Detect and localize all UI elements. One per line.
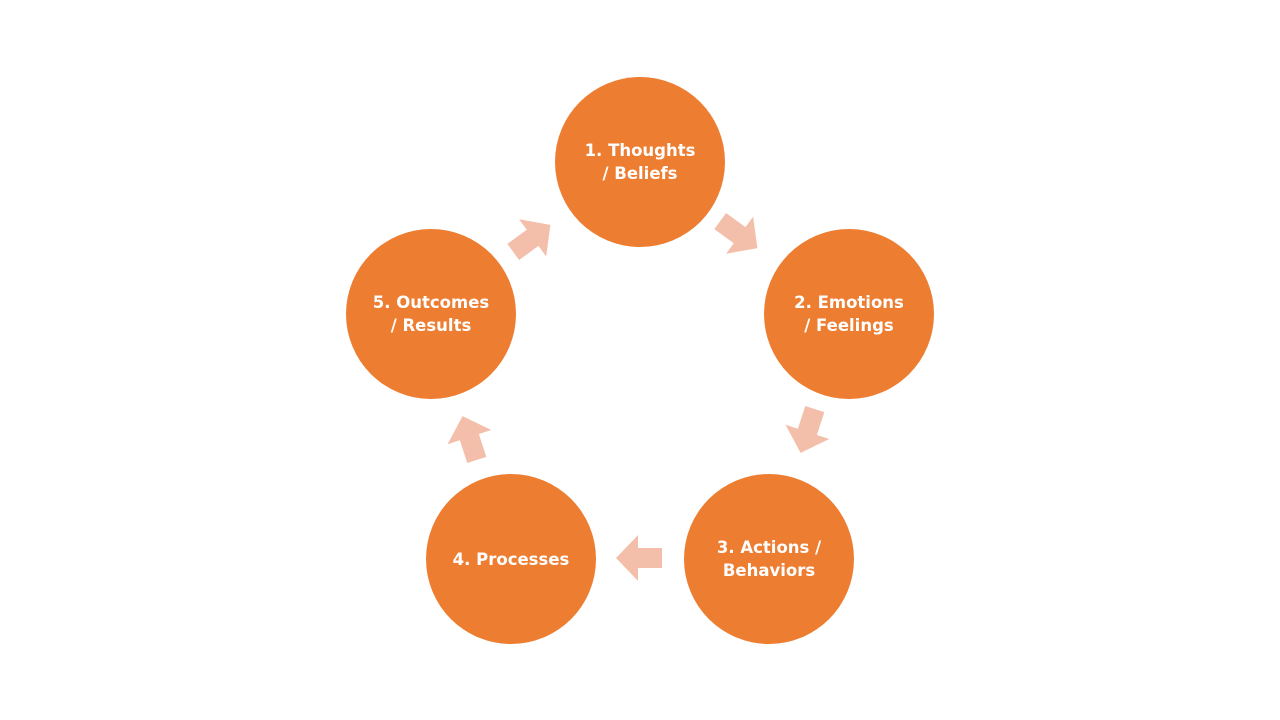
arrow-4-to-5 xyxy=(440,409,499,468)
cycle-node-outcomes-results: 5. Outcomes / Results xyxy=(346,229,516,399)
node-label: 1. Thoughts / Beliefs xyxy=(584,141,696,183)
arrow-2-to-3 xyxy=(778,401,837,460)
node-label: 3. Actions / Behaviors xyxy=(716,538,822,580)
arrow-3-to-4 xyxy=(616,535,662,581)
cycle-node-actions-behaviors: 3. Actions / Behaviors xyxy=(684,474,854,644)
node-label: 5. Outcomes / Results xyxy=(372,293,490,335)
arrow-5-to-1 xyxy=(499,206,564,271)
cycle-node-thoughts-beliefs: 1. Thoughts / Beliefs xyxy=(555,77,725,247)
cycle-node-processes: 4. Processes xyxy=(426,474,596,644)
node-label: 4. Processes xyxy=(452,549,570,569)
arrow-1-to-2 xyxy=(706,202,771,267)
node-label: 2. Emotions / Feelings xyxy=(794,293,904,335)
cycle-node-emotions-feelings: 2. Emotions / Feelings xyxy=(764,229,934,399)
